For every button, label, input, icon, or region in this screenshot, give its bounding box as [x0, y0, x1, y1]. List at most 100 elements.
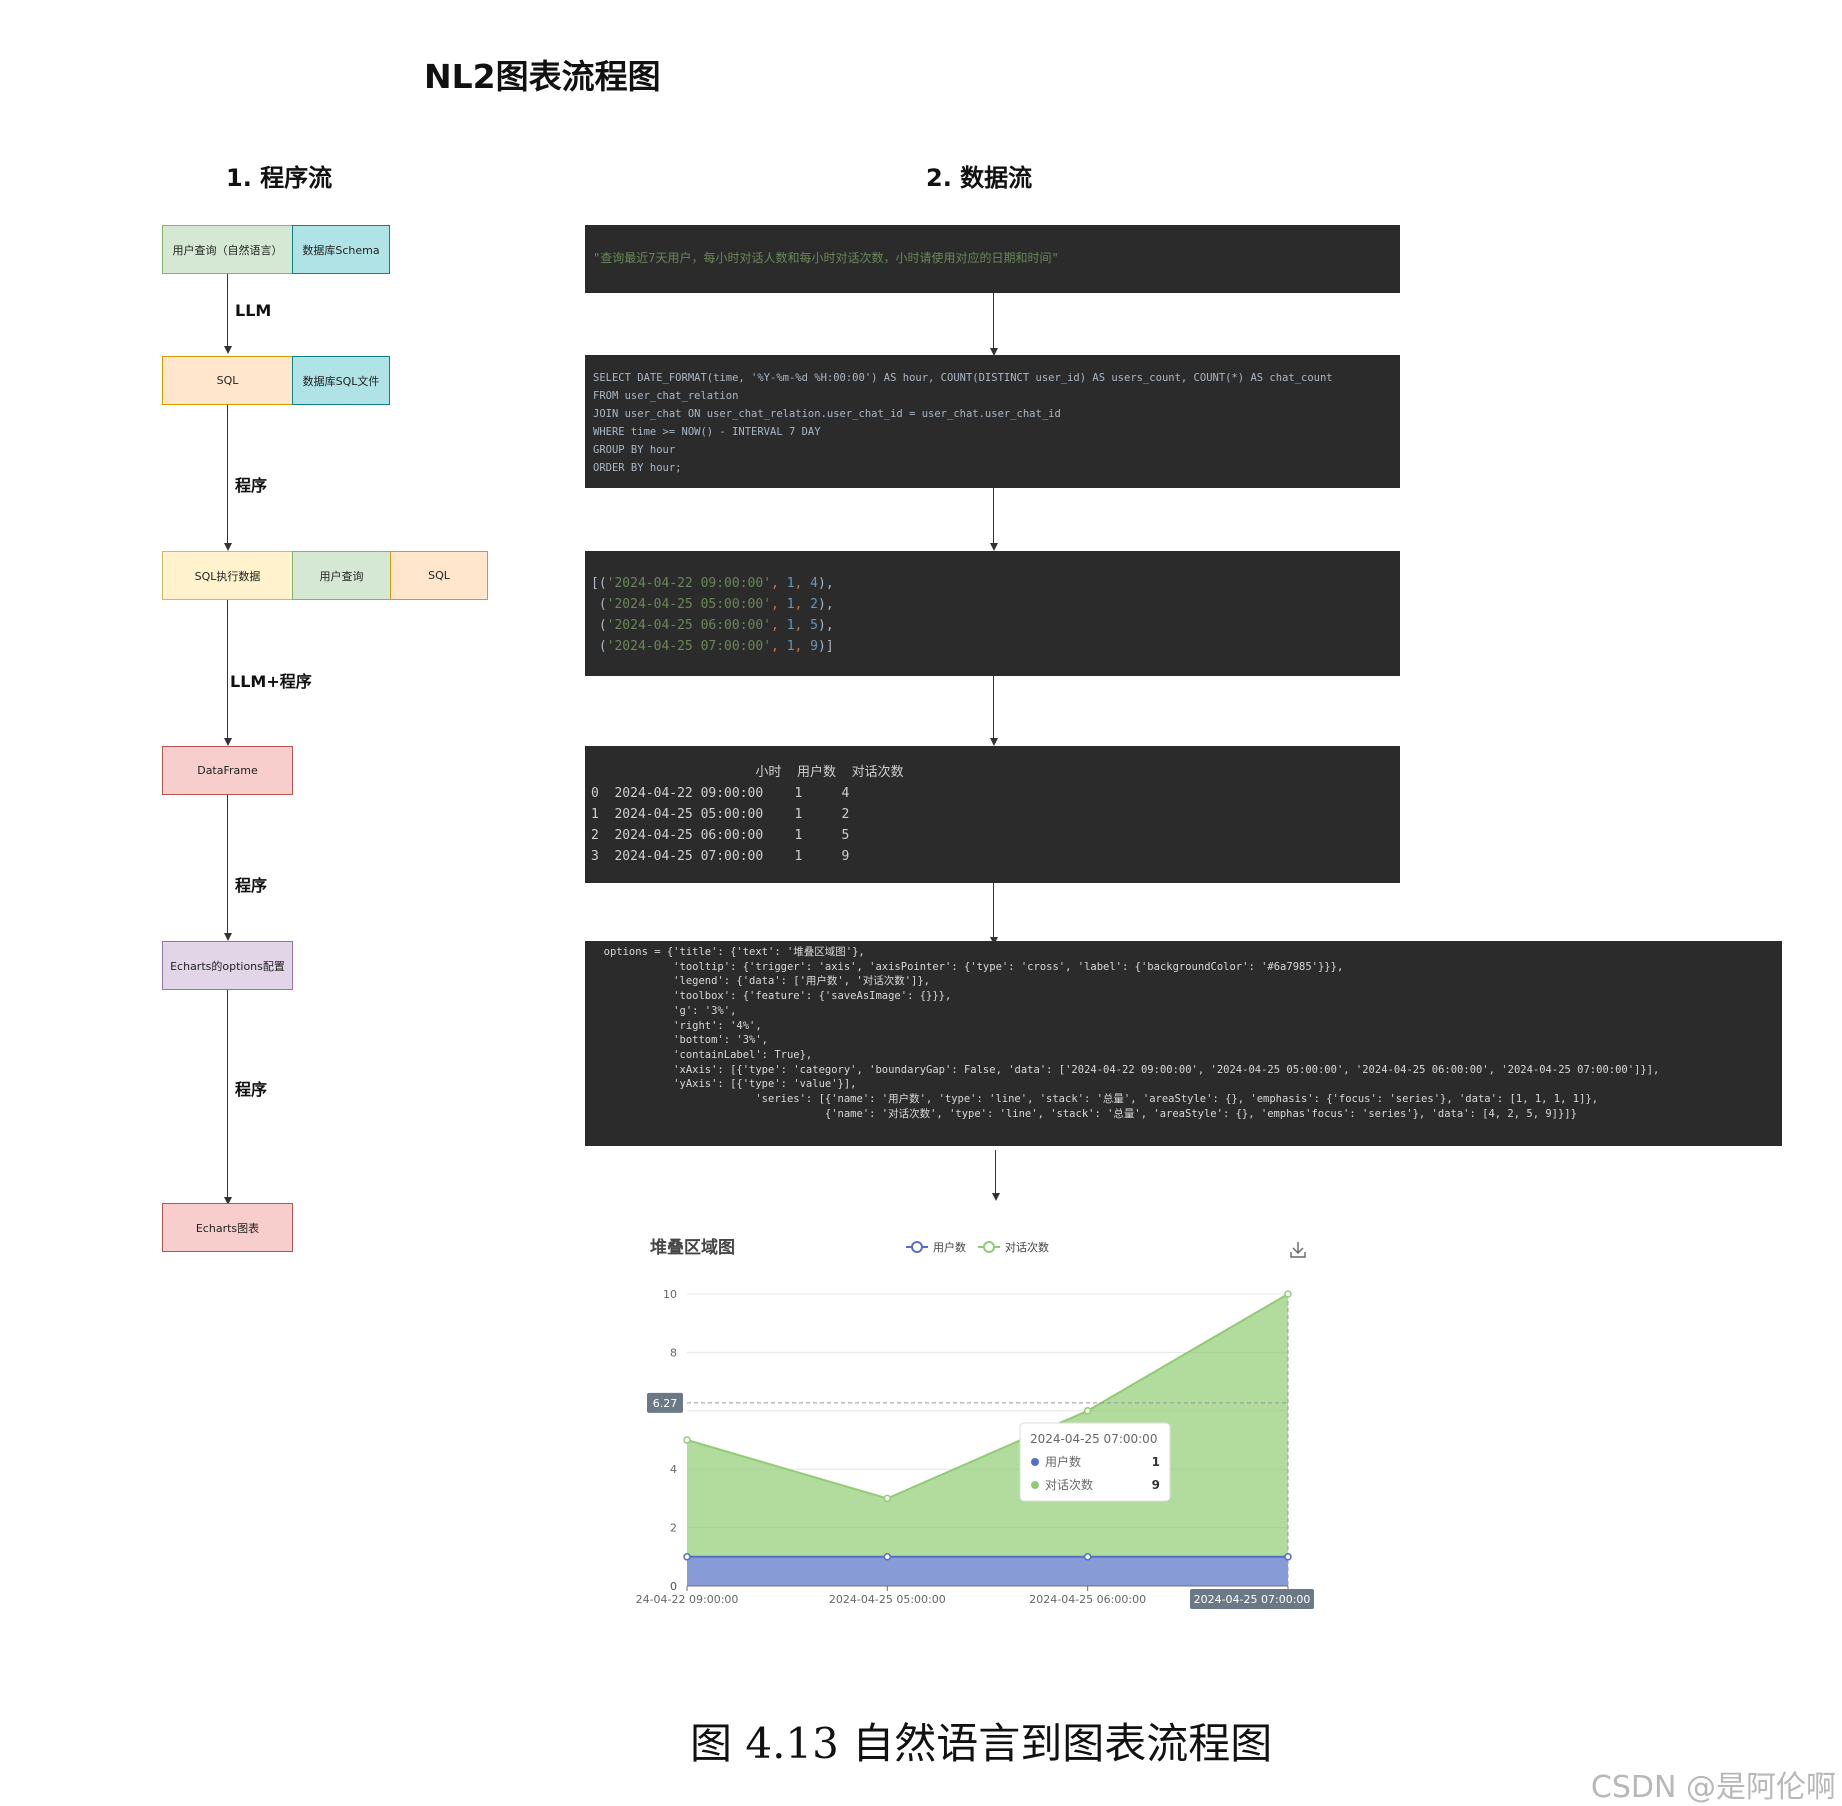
y-tick-label: 2 — [670, 1522, 677, 1535]
tooltip-marker — [1031, 1458, 1039, 1466]
chart-title: 堆叠区域图 — [650, 1237, 735, 1258]
query-panel: "查询最近7天用户，每小时对话人数和每小时对话次数，小时请使用对应的日期和时间" — [585, 225, 1400, 293]
active-x-label: 2024-04-25 07:00:00 — [1194, 1593, 1311, 1606]
y-tick-label: 4 — [670, 1463, 677, 1476]
code-line: 'right': '4%', — [591, 1019, 762, 1032]
edge-label-llm: LLM — [235, 301, 272, 320]
legend-item-chats[interactable]: 对话次数 — [1005, 1240, 1049, 1254]
chart-lines — [686, 1293, 1289, 1558]
edge-line — [227, 600, 228, 740]
arrow-head — [224, 543, 232, 551]
code-line: ORDER BY hour; — [593, 462, 682, 474]
tooltip-series-value: 1 — [1152, 1455, 1160, 1469]
code-line: 'tooltip': {'trigger': 'axis', 'axisPoin… — [591, 960, 1344, 973]
x-tick-label: 24-04-22 09:00:00 — [636, 1593, 739, 1606]
dataframe-line: 1 2024-04-25 05:00:00 1 2 — [591, 807, 850, 822]
edge-line — [993, 488, 994, 545]
download-icon[interactable] — [1290, 1242, 1306, 1258]
result-tuples-panel: [('2024-04-22 09:00:00', 1, 4), ('2024-0… — [585, 551, 1400, 676]
chart-legend[interactable]: 用户数 对话次数 — [906, 1240, 1049, 1254]
legend-marker — [911, 1241, 923, 1253]
node-sql-exec-data: SQL执行数据 — [162, 551, 293, 600]
options-code: options = {'title': {'text': '堆叠区域图'}, '… — [591, 945, 1782, 1121]
data-point-users — [683, 1553, 691, 1561]
y-tick-label: 0 — [670, 1580, 677, 1593]
arrow-head — [224, 1197, 232, 1205]
node-db-schema: 数据库Schema — [292, 225, 390, 274]
node-echarts-chart: Echarts图表 — [162, 1203, 293, 1252]
code-line: options = {'title': {'text': '堆叠区域图'}, — [591, 946, 865, 958]
arrow-head — [992, 1193, 1000, 1201]
y-tick-label: 0 — [670, 1580, 677, 1593]
program-flow-title: 1. 程序流 — [226, 164, 333, 192]
data-point-users — [1083, 1553, 1092, 1561]
x-tick-label: 2024-04-25 06:00:00 — [1029, 1593, 1146, 1606]
sql-code: SELECT DATE_FORMAT(time, '%Y-%m-%d %H:00… — [593, 369, 1400, 477]
code-line: GROUP BY hour — [593, 444, 676, 456]
line-series-chats — [686, 1293, 1289, 1500]
data-point-chats — [1083, 1407, 1092, 1415]
dataframe-line: 小时 用户数 对话次数 — [591, 765, 904, 780]
chart-tooltip: 2024-04-25 07:00:00 用户数 1 对话次数 9 — [1019, 1422, 1171, 1502]
dataframe-line: 0 2024-04-22 09:00:00 1 4 — [591, 786, 850, 801]
arrow-head — [224, 933, 232, 941]
area-series-chats — [687, 1294, 1288, 1557]
edge-line — [227, 990, 228, 1200]
tooltip-title: 2024-04-25 07:00:00 — [1030, 1432, 1157, 1446]
chart-areas — [687, 1294, 1288, 1586]
code-line: SELECT DATE_FORMAT(time, '%Y-%m-%d %H:00… — [593, 372, 1333, 384]
tooltip-box — [1019, 1422, 1171, 1502]
legend-marker — [983, 1241, 995, 1253]
area-series-users — [687, 1556, 1288, 1586]
code-line: 'yAxis': [{'type': 'value'}], — [591, 1078, 857, 1091]
code-line: WHERE time >= NOW() - INTERVAL 7 DAY — [593, 426, 821, 438]
result-tuples: [('2024-04-22 09:00:00', 1, 4), ('2024-0… — [591, 573, 1400, 657]
data-point-chats — [683, 1436, 691, 1444]
edge-line — [227, 274, 228, 348]
dataframe-panel: 小时 用户数 对话次数 0 2024-04-22 09:00:00 1 4 1 … — [585, 746, 1400, 883]
edge-line — [993, 676, 994, 740]
tooltip-series-name: 用户数 — [1045, 1454, 1081, 1469]
dataframe-line: 2 2024-04-25 06:00:00 1 5 — [591, 828, 850, 843]
legend-item-users[interactable]: 用户数 — [933, 1240, 966, 1254]
tooltip-series-value: 9 — [1152, 1478, 1160, 1492]
arrow-head — [990, 738, 998, 746]
data-point-chats — [883, 1494, 892, 1503]
node-dataframe: DataFrame — [162, 746, 293, 795]
axis-pointer-label: 6.27 — [653, 1397, 678, 1410]
node-sql: SQL — [162, 356, 293, 405]
node-echarts-options: Echarts的options配置 — [162, 941, 293, 990]
axis-pointer: 6.27 2024-04-25 07:00:00 — [647, 1294, 1314, 1609]
arrow-head — [224, 738, 232, 746]
edge-line — [993, 293, 994, 350]
code-line: 'containLabel': True}, — [591, 1048, 813, 1061]
x-tick-label: 2024-04-25 05:00:00 — [829, 1593, 946, 1606]
code-line: 'series': [{'name': '用户数', 'type': 'line… — [591, 1093, 1599, 1106]
watermark: CSDN @是阿伦啊 — [1590, 1770, 1836, 1805]
node-user-query: 用户查询（自然语言） — [162, 225, 293, 274]
code-line: FROM user_chat_relation — [593, 390, 739, 402]
y-tick-label: 10 — [663, 1288, 677, 1301]
options-panel: options = {'title': {'text': '堆叠区域图'}, '… — [585, 941, 1782, 1146]
tuple-line: [('2024-04-22 09:00:00', 1, 4), — [591, 576, 834, 591]
dataframe-text: 小时 用户数 对话次数 0 2024-04-22 09:00:00 1 4 1 … — [591, 762, 1400, 867]
tuple-line: ('2024-04-25 06:00:00', 1, 5), — [591, 618, 834, 633]
figure-caption: 图 4.13 自然语言到图表流程图 — [690, 1719, 1273, 1768]
node-user-query-2: 用户查询 — [292, 551, 391, 600]
arrow-head — [990, 543, 998, 551]
edge-label-program: 程序 — [235, 476, 268, 495]
code-line: 'g': '3%', — [591, 1004, 737, 1017]
edge-line — [227, 405, 228, 545]
code-line: JOIN user_chat ON user_chat_relation.use… — [593, 408, 1061, 420]
node-sql-2: SQL — [390, 551, 488, 600]
edge-line — [227, 795, 228, 935]
axis-pointer-label-bg — [647, 1392, 683, 1413]
code-line: 'toolbox': {'feature': {'saveAsImage': {… — [591, 990, 952, 1003]
edge-line — [995, 1150, 996, 1195]
active-x-label-bg — [1190, 1589, 1314, 1609]
tooltip-series-name: 对话次数 — [1045, 1477, 1093, 1492]
node-db-sql-file: 数据库SQL文件 — [292, 356, 390, 405]
query-text: "查询最近7天用户，每小时对话人数和每小时对话次数，小时请使用对应的日期和时间" — [593, 251, 1059, 265]
